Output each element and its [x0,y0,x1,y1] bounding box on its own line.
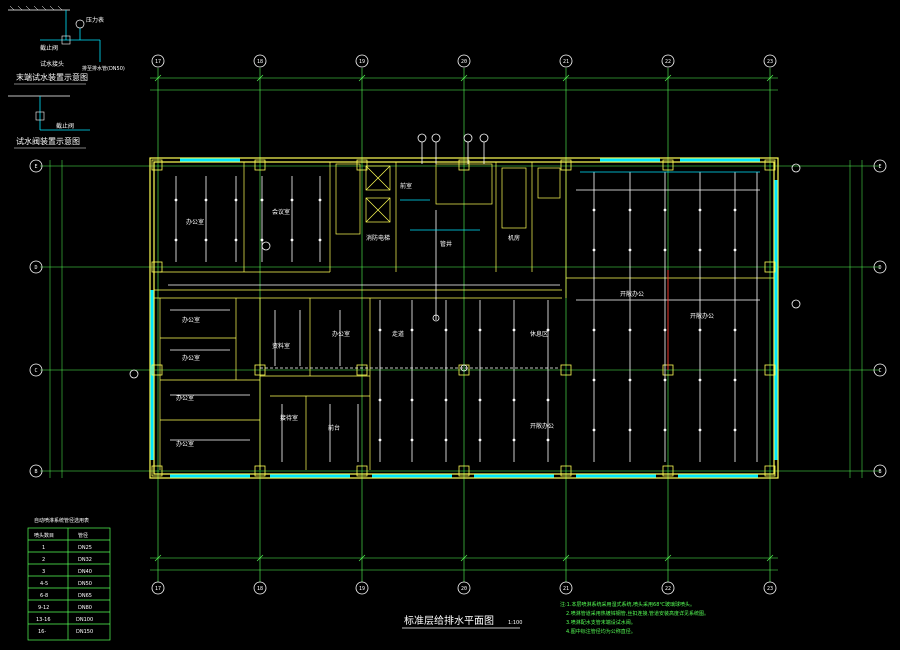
pipe-table-cell: 1 [42,545,45,551]
room-label: 开敞办公 [690,312,714,320]
pipe-table-cell: 9-12 [38,605,49,611]
detail-bottom-title: 试水阀装置示意图 [16,136,80,146]
axis-label-col: 21 [563,59,569,65]
pipe-table-cell: 13-16 [36,617,51,623]
room-label: 办公室 [182,354,200,362]
pipe-table-cell: DN40 [78,569,92,575]
detail-label-gauge: 压力表 [86,16,104,24]
plan-scale: 1:100 [508,620,522,626]
note-line: 注:1.本层喷淋系统采用湿式系统,喷头采用68℃玻璃球喷头。 [560,601,695,608]
riser-symbols [129,133,801,379]
detail-label-note: 排至排水管(DN50) [82,65,125,72]
axis-bubbles-top: 17 18 19 20 21 22 23 [151,54,777,68]
pipe-table-title: 自动喷淋系统管径选用表 [34,517,89,524]
room-label: 机房 [508,234,520,242]
axis-label-row: C [34,368,37,374]
axis-label-col: 17 [155,59,161,65]
pipe-table-cell: 3 [42,569,45,575]
room-label: 开敞办公 [530,422,554,430]
pipe-table-cell: 16- [38,629,46,635]
axis-label-col: 23 [767,59,773,65]
axis-label-col: 19 [359,586,365,592]
axis-label-col: 23 [767,586,773,592]
axis-label-row: D [878,265,881,271]
axis-label-col: 22 [665,59,671,65]
axis-label-col: 18 [257,59,263,65]
axis-bubbles-sides: E D C B E D C B [29,159,887,478]
pipe-table-cell: 2 [42,557,45,563]
detail-top-title: 末端试水装置示意图 [16,72,88,82]
axis-label-col: 19 [359,59,365,65]
sprinkler-heads [174,198,737,442]
building-walls [149,157,779,479]
room-label: 办公室 [186,218,204,226]
axis-label-col: 22 [665,586,671,592]
room-label: 走道 [392,330,404,338]
detail2-label-valve: 截止阀 [56,122,74,130]
room-label: 办公室 [332,330,350,338]
axis-bubbles-bottom: 17 18 19 20 21 22 23 [151,581,777,595]
axis-label-row: E [878,164,881,170]
room-label: 办公室 [182,316,200,324]
room-label: 办公室 [176,394,194,402]
dimension-lines [49,74,863,571]
room-label: 接待室 [280,414,298,422]
pipe-table-cell: DN100 [76,617,93,623]
room-label: 会议室 [272,208,290,216]
room-label: 消防电梯 [366,234,390,242]
axis-label-row: B [878,469,881,475]
detail-label-valve: 截止阀 [40,44,58,52]
note-line: 2.喷淋管道采用热镀锌钢管,丝扣连接,管道安装高度详见系统图。 [566,610,709,617]
pipe-table-header: 管径 [78,532,88,539]
room-label: 开敞办公 [620,290,644,298]
room-label: 休息区 [530,330,548,338]
axis-label-row: D [34,265,37,271]
note-line: 3.喷淋配水支管末端设试水阀。 [566,619,636,626]
note-line: 4.图中标注管径均为公称直径。 [566,628,636,635]
axis-label-col: 17 [155,586,161,592]
pipe-table-cell: DN25 [78,545,92,551]
design-notes: 注:1.本层喷淋系统采用湿式系统,喷头采用68℃玻璃球喷头。 2.喷淋管道采用热… [560,601,709,635]
axis-label-row: C [878,368,881,374]
detail-label-drain: 试水接头 [40,60,64,68]
plan-title: 标准层给排水平面图 [404,614,494,627]
pipe-table-cell: DN80 [78,605,92,611]
pipe-table-cell: DN50 [78,581,92,587]
pipe-table-header: 喷头数目 [34,532,54,539]
detail-test-valve: 截止阀 试水阀装置示意图 [8,95,90,149]
pipe-table-cell: DN65 [78,593,92,599]
room-label: 管井 [440,240,452,248]
pipe-size-table: 自动喷淋系统管径选用表 喷头数目 管径 1 DN25 2 DN32 3 DN40… [27,517,111,641]
axis-label-col: 20 [461,586,467,592]
room-label: 前室 [400,182,412,190]
detail-test-water-device: 压力表 截止阀 试水接头 排至排水管(DN50) 末端试水装置示意图 [8,5,125,85]
pipe-table-cell: DN150 [76,629,93,635]
pipe-table-cell: DN32 [78,557,92,563]
pipe-table-cell: 4-5 [40,581,48,587]
axis-label-col: 20 [461,59,467,65]
room-label: 办公室 [176,440,194,448]
axis-label-row: B [34,469,37,475]
pipe-table-cell: 6-8 [40,593,48,599]
axis-label-col: 21 [563,586,569,592]
plan-title-block: 标准层给排水平面图 1:100 [402,614,522,629]
axis-label-col: 18 [257,586,263,592]
room-label: 前台 [328,424,340,432]
axis-label-row: E [34,164,37,170]
room-labels: 办公室 会议室 消防电梯 前室 管井 机房 开敞办公 办公室 办公室 办公室 办… [176,182,714,448]
room-label: 资料室 [272,342,290,350]
sprinkler-pipes [168,171,760,462]
